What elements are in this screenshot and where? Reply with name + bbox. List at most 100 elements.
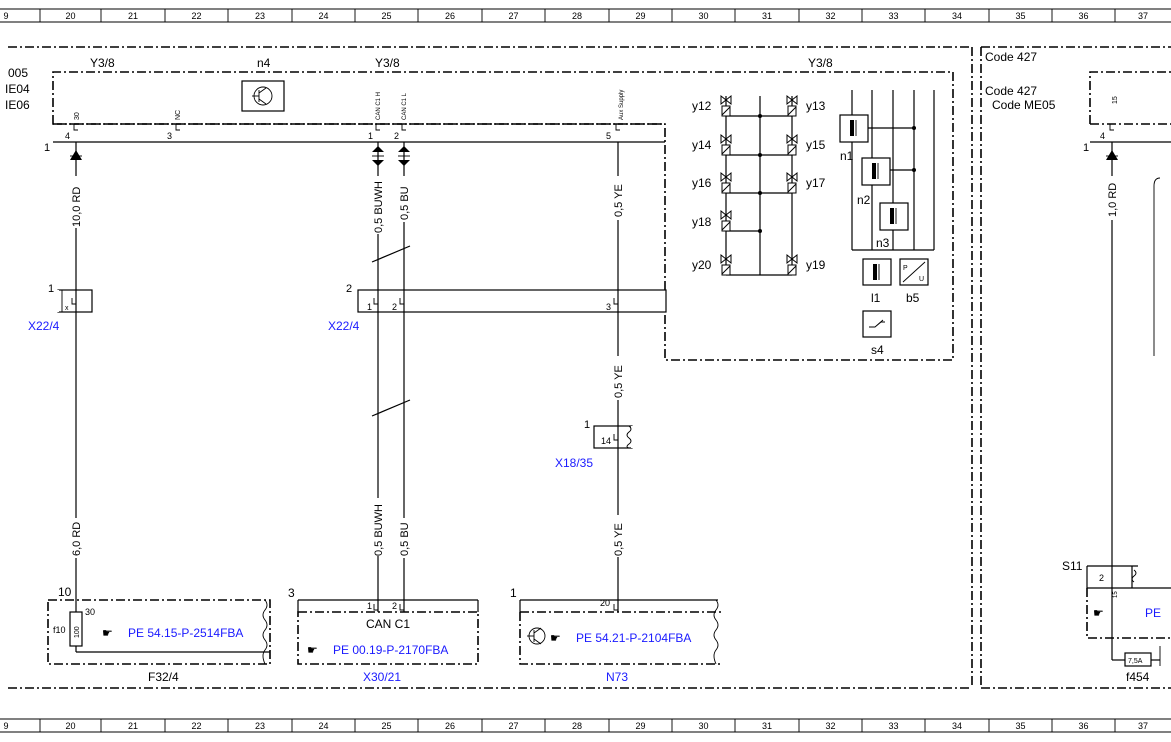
solenoid-valve-icon — [720, 94, 732, 117]
pin-number: 5 — [606, 131, 611, 141]
ruler-label: 37 — [1138, 11, 1148, 21]
n73-link[interactable]: N73 — [606, 670, 628, 684]
valve-label: y20 — [692, 258, 712, 272]
module-label: n2 — [857, 193, 871, 207]
pin-number: 1 — [367, 302, 372, 312]
pin-number: 2 — [1099, 573, 1104, 583]
x22-4-connector-mid — [357, 289, 667, 313]
solenoid-valve-icon — [720, 209, 732, 232]
solenoid-valve-icon — [720, 133, 732, 156]
ruler-label: 37 — [1138, 721, 1148, 731]
connector-number: 3 — [288, 586, 295, 600]
x22-4-link[interactable]: X22/4 — [328, 319, 360, 333]
x30-21-box — [297, 611, 479, 665]
ruler-label: 31 — [762, 721, 772, 731]
ref-link[interactable]: PE 00.19-P-2170FBA — [333, 643, 448, 657]
twist-mark — [371, 399, 411, 417]
ruler-label: 9 — [3, 11, 8, 21]
ref-link[interactable]: PE — [1145, 606, 1161, 620]
pin-label: NC — [175, 110, 182, 120]
code-label: IE06 — [5, 98, 30, 112]
module-label: s4 — [871, 343, 884, 357]
ref-link[interactable]: PE 54.15-P-2514FBA — [128, 626, 243, 640]
valve-block — [725, 96, 793, 276]
ruler-label: 30 — [698, 11, 708, 21]
solenoid-valve-icon — [786, 253, 798, 276]
valve-label: y15 — [806, 138, 826, 152]
pin-number: 4 — [65, 131, 70, 141]
ruler-label: 27 — [508, 721, 518, 731]
wire-label: 1,0 RD — [1107, 183, 1119, 217]
wire-label: 10,0 RD — [71, 187, 83, 227]
l1-icon — [862, 258, 892, 286]
ruler-label: 27 — [508, 11, 518, 21]
wire-label: 0,5 YE — [613, 184, 625, 217]
ruler-label: 32 — [825, 11, 835, 21]
pin-label: 15 — [1112, 96, 1119, 104]
ruler-label: 26 — [445, 11, 455, 21]
pin-label: 30 — [74, 112, 81, 120]
pin-label: 15 — [1113, 591, 1119, 598]
pin-number: 3 — [606, 302, 611, 312]
ruler-label: 33 — [888, 721, 898, 731]
code-me05-label: Code ME05 — [992, 98, 1056, 112]
connector-number: 1 — [48, 283, 54, 295]
s11-label: S11 — [1062, 559, 1083, 573]
ruler-label: 24 — [318, 11, 328, 21]
code-label: IE04 — [5, 82, 30, 96]
hand-pointer-icon: ☛ — [307, 643, 318, 657]
partial-component — [1153, 177, 1161, 356]
solenoid-valve-icon — [786, 133, 798, 156]
ruler-label: 23 — [255, 11, 265, 21]
ruler-label: 23 — [255, 721, 265, 731]
ruler-label: 30 — [698, 721, 708, 731]
pin-number: 1 — [367, 601, 372, 611]
pin-label: CAN C1 H — [376, 92, 382, 120]
connector-number: 1 — [1083, 142, 1089, 154]
module-label: l1 — [871, 291, 881, 305]
pin-label: Aux Supply — [619, 90, 625, 120]
pin-label: 30 — [85, 607, 95, 617]
connector-number: 1 — [584, 419, 590, 431]
pin-label: x — [65, 305, 69, 312]
ref-link[interactable]: PE 54.21-P-2104FBA — [576, 631, 691, 645]
ruler-label: 21 — [128, 11, 138, 21]
valve-label: y12 — [692, 99, 712, 113]
wire-label: 0,5 YE — [613, 523, 625, 556]
solenoid-valve-icon — [786, 171, 798, 194]
ruler-label: 9 — [3, 721, 8, 731]
ruler-label: 29 — [635, 11, 645, 21]
ruler-label: 33 — [888, 11, 898, 21]
ruler-label: 32 — [825, 721, 835, 731]
n73-box — [519, 611, 722, 665]
fuse-rating: 100 — [74, 626, 81, 638]
y38-module-outline — [52, 71, 954, 361]
connector-arrow-icon — [372, 146, 410, 166]
n73-transistor-icon — [527, 627, 546, 645]
pin-number: 2 — [392, 302, 397, 312]
ruler-label: 34 — [952, 11, 962, 21]
svg-text:U: U — [919, 276, 924, 283]
x18-35-connector — [593, 425, 633, 449]
x18-35-link[interactable]: X18/35 — [555, 456, 593, 470]
pin-number: 3 — [167, 131, 172, 141]
valve-label: y14 — [692, 138, 712, 152]
ruler-label: 22 — [191, 11, 201, 21]
connector-number: 1 — [44, 142, 50, 154]
n4-transistor-icon — [241, 80, 285, 112]
hand-pointer-icon: ☛ — [550, 631, 561, 645]
f32-4-box — [47, 599, 271, 665]
x22-4-link[interactable]: X22/4 — [28, 319, 60, 333]
module-label: n3 — [876, 236, 890, 250]
x30-21-link[interactable]: X30/21 — [363, 670, 401, 684]
wire-label: 0,5 BU — [399, 186, 411, 220]
valve-label: y16 — [692, 176, 712, 190]
connector-number: 2 — [346, 283, 352, 295]
ruler-label: 20 — [65, 721, 75, 731]
module-label: n1 — [840, 149, 854, 163]
right-bottom-box — [1086, 588, 1171, 639]
wire-label: 0,5 YE — [613, 365, 625, 398]
hand-pointer-icon: ☛ — [102, 626, 113, 640]
